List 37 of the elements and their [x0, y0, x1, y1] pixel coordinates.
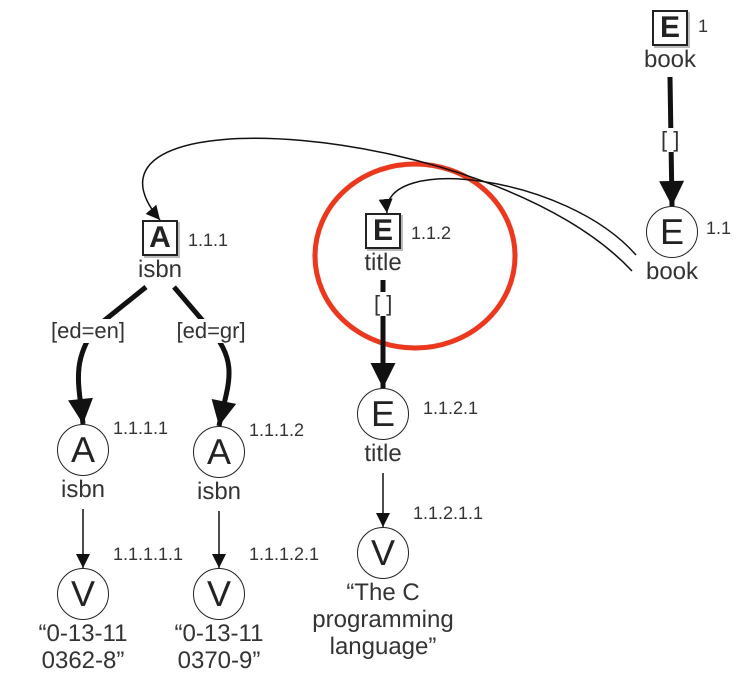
node-number: 1.1.1.2: [249, 420, 304, 441]
node-letter: A: [70, 432, 95, 468]
node-name: title: [364, 440, 402, 467]
edge-label: [ ]: [660, 128, 680, 152]
node-letter: V: [70, 576, 95, 612]
node-letter: E: [370, 396, 395, 432]
node-number: 1.1.1.2.1: [249, 544, 320, 565]
node-name: title: [364, 249, 402, 276]
node-letter: A: [149, 223, 171, 253]
edge-label: [ ]: [373, 292, 394, 316]
edge-label: [ed=gr]: [176, 319, 247, 343]
node-letter: E: [660, 214, 684, 250]
node-letter: A: [206, 434, 231, 470]
node-name: “0-13-11 0362-8”: [38, 620, 128, 674]
arrow: [659, 76, 684, 206]
node-name: book: [644, 46, 696, 73]
node-number: 1.1.1.1: [113, 418, 168, 439]
arrow: [376, 473, 390, 527]
node-letter: V: [206, 576, 231, 612]
node-name: “0-13-11 0370-9”: [174, 620, 264, 674]
node-number: 1.1: [706, 218, 732, 239]
node-name: isbn: [60, 476, 106, 503]
node-letter: E: [660, 13, 680, 43]
node-letter: V: [370, 535, 395, 571]
node-number: 1.1.1.1.1: [113, 544, 184, 565]
node-name: isbn: [138, 256, 182, 283]
node-name: “The C programming language”: [311, 579, 455, 660]
node-number: 1.1.1: [188, 230, 228, 251]
arrow: [370, 280, 396, 388]
node-number: 1: [698, 16, 708, 37]
arrow: [212, 511, 226, 568]
node-name: book: [646, 258, 698, 285]
node-number: 1.1.2.1.1: [413, 503, 484, 524]
node-number: 1.1.2.1: [423, 398, 478, 419]
node-name: isbn: [196, 478, 242, 505]
edge-label: [ed=en]: [50, 319, 126, 343]
arrow: [76, 509, 90, 568]
